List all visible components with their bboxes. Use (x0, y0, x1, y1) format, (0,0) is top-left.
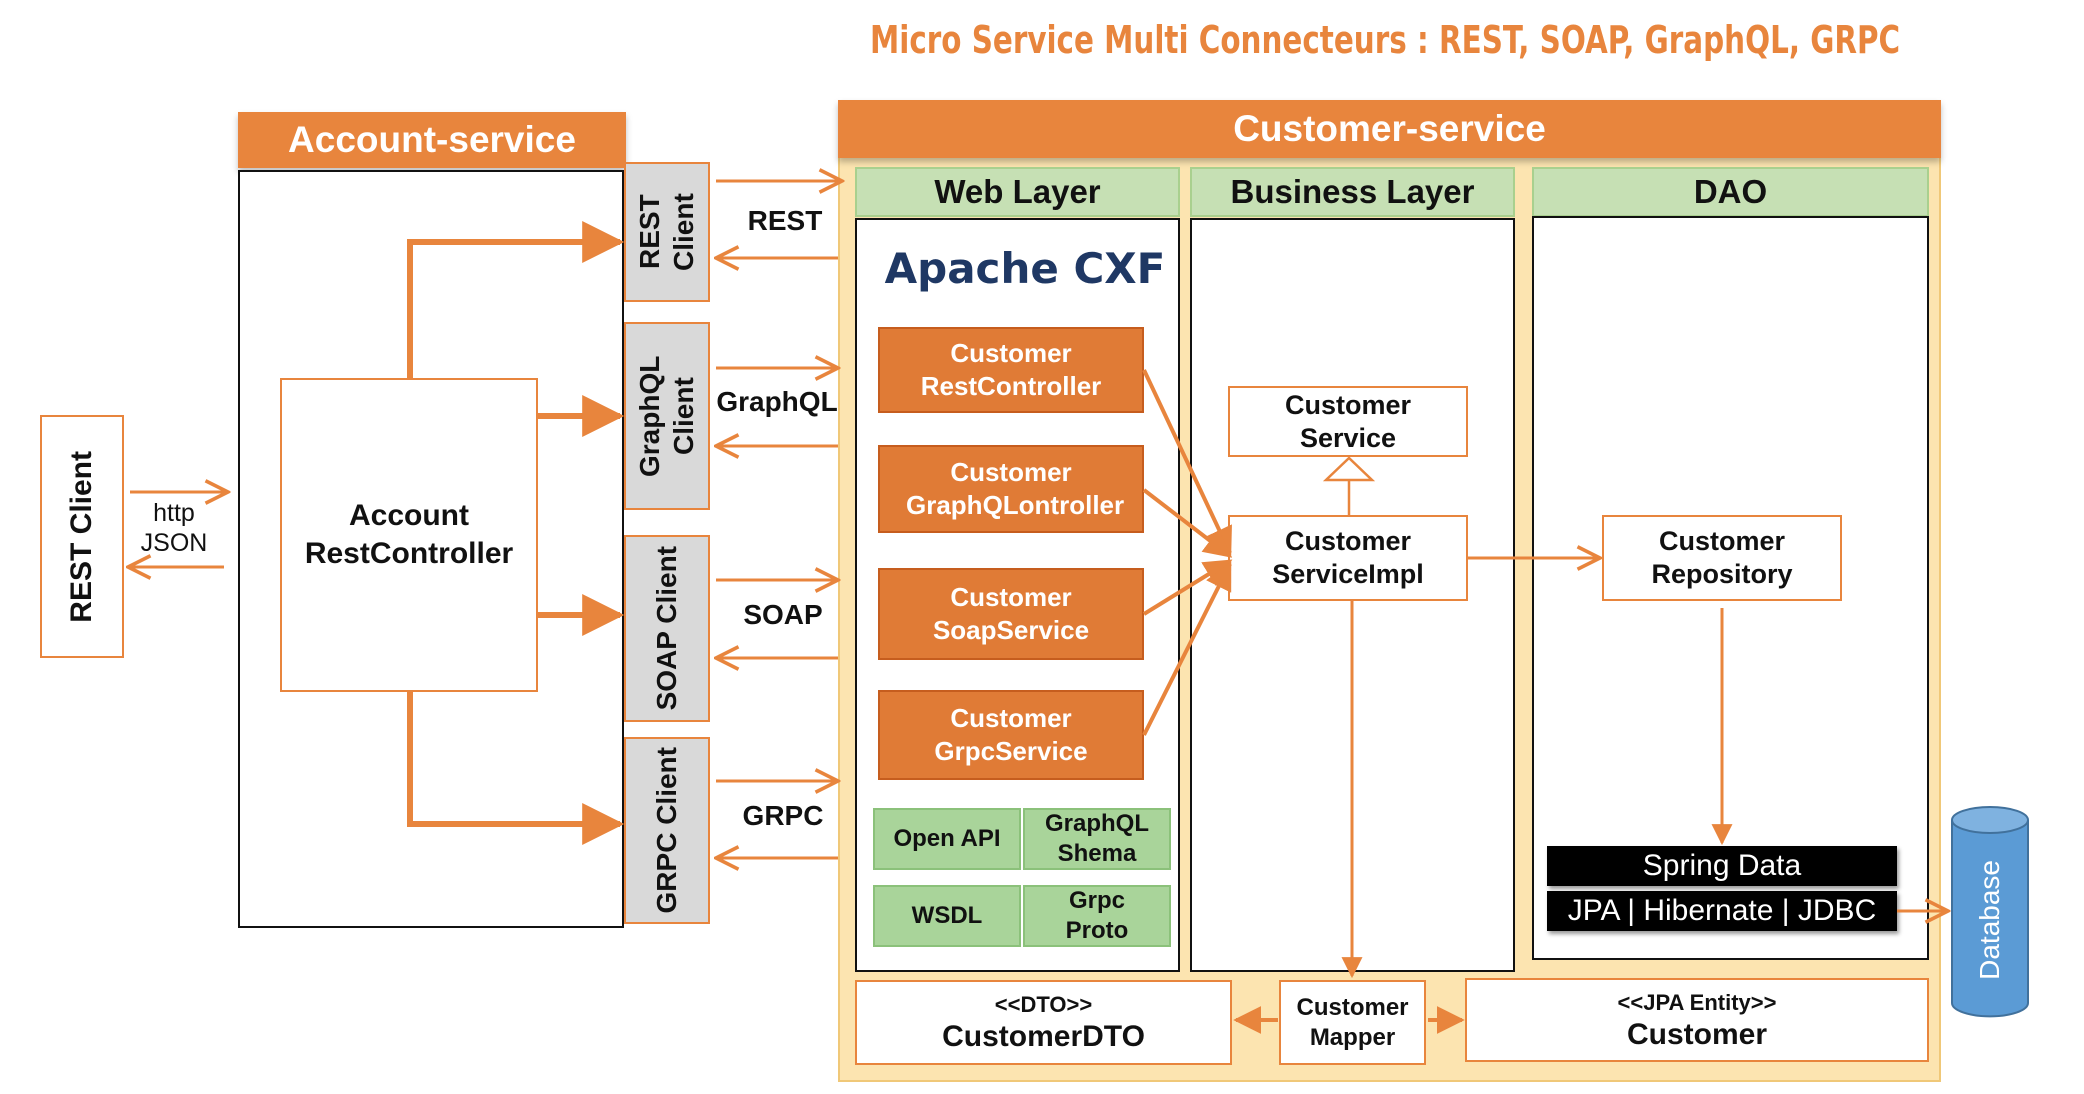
graphqlcontroller-to-impl-arrow (1142, 488, 1233, 558)
customer-grpcservice: Customer GrpcService (878, 690, 1144, 780)
dto-name: CustomerDTO (942, 1020, 1145, 1053)
dto-stereotype: <<DTO>> (994, 992, 1093, 1017)
grpc-client-box: GRPC Client (624, 737, 710, 924)
protocol-grpc: GRPC (742, 800, 824, 831)
customer-service-interface: Customer Service (1228, 386, 1468, 457)
account-restcontroller-label: Account RestController (304, 499, 514, 570)
controller-to-rest-arrow (407, 221, 625, 378)
customer-graphqlcontroller-label: Customer GraphQLontroller (906, 457, 1125, 520)
customer-serviceimpl-label: Customer ServiceImpl (1272, 526, 1424, 589)
http-json-label: http JSON (130, 495, 218, 561)
protocol-rest: REST (747, 205, 823, 236)
business-layer-header: Business Layer (1190, 167, 1515, 217)
dao-header: DAO (1532, 167, 1929, 217)
customer-restcontroller: Customer RestController (878, 327, 1144, 413)
customer-soapservice: Customer SoapService (878, 568, 1144, 660)
soap-client-box: SOAP Client (624, 535, 710, 722)
customer-grpcservice-label: Customer GrpcService (934, 703, 1088, 766)
customer-graphqlcontroller: Customer GraphQLontroller (878, 445, 1144, 533)
entity-name: Customer (1626, 1018, 1768, 1051)
customer-service-interface-label: Customer Service (1284, 389, 1412, 453)
implements-triangle (1322, 456, 1376, 482)
rest-client-box: REST Client (624, 162, 710, 302)
customer-entity: <<JPA Entity>> Customer (1465, 978, 1929, 1062)
spec-graphql-shema: GraphQL Shema (1023, 808, 1171, 870)
customer-mapper-label: Customer Mapper (1296, 993, 1409, 1051)
account-service-header: Account-service (238, 112, 626, 168)
customer-serviceimpl: Customer ServiceImpl (1228, 515, 1468, 601)
http-json-text: http JSON (140, 499, 208, 557)
grpcservice-to-impl-arrow (1142, 561, 1232, 736)
customer-soapservice-label: Customer SoapService (932, 582, 1090, 645)
customer-dto: <<DTO>> CustomerDTO (855, 980, 1232, 1065)
controller-to-grpc-arrow (407, 692, 625, 845)
customer-repository: Customer Repository (1602, 515, 1842, 601)
jpa-hibernate-jdbc-label: JPA | Hibernate | JDBC (1547, 891, 1897, 931)
spec-wsdl-label: WSDL (911, 902, 983, 929)
spring-data-label: Spring Data (1547, 846, 1897, 886)
customer-service-header: Customer-service (838, 100, 1941, 158)
apache-cxf-label: Apache CXF (884, 244, 1166, 293)
spec-grpc-proto: Grpc Proto (1023, 885, 1171, 947)
customer-repository-label: Customer Repository (1651, 526, 1793, 589)
spec-open-api-label: Open API (893, 825, 1001, 852)
protocol-graphql: GraphQL (716, 386, 838, 417)
web-layer-header: Web Layer (855, 167, 1180, 217)
database-cylinder (1951, 806, 2029, 1018)
spec-grpc-proto-label: Grpc Proto (1065, 887, 1129, 944)
spec-open-api: Open API (873, 808, 1021, 870)
customer-restcontroller-label: Customer RestController (920, 338, 1102, 401)
spec-graphql-shema-label: GraphQL Shema (1044, 810, 1149, 867)
graphql-client-box: GraphQL Client (624, 322, 710, 510)
account-restcontroller: Account RestController (280, 378, 538, 692)
spec-wsdl: WSDL (873, 885, 1021, 947)
customer-mapper: Customer Mapper (1279, 980, 1426, 1065)
protocol-soap: SOAP (743, 599, 823, 630)
diagram-title: Micro Service Multi Connecteurs : REST, … (870, 18, 1901, 62)
restcontroller-to-impl-arrow (1142, 369, 1232, 556)
external-rest-client: REST Client (40, 415, 124, 658)
entity-stereotype: <<JPA Entity>> (1617, 990, 1777, 1015)
